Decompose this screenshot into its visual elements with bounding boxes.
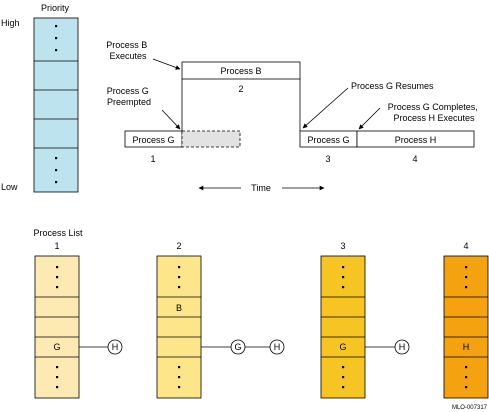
column-1-slot-5: G — [53, 342, 60, 352]
process-list-column-1: 1 G H — [34, 241, 123, 399]
column-1-chain-node-h-label: H — [112, 342, 119, 352]
process-g-first-label: Process G — [132, 135, 174, 145]
figure-code: MLO-007317 — [452, 405, 488, 411]
process-g-resumes-label: Process G Resumes — [351, 81, 434, 91]
process-h-label: Process H — [395, 135, 437, 145]
time-label: Time — [251, 183, 271, 193]
priority-column — [33, 17, 79, 193]
column-1-top-ellipsis — [56, 266, 59, 289]
column-3-bottom-ellipsis — [342, 366, 345, 389]
column-1-chain-node-h — [107, 339, 123, 355]
column-4-number: 4 — [463, 241, 468, 251]
timeline: Process G Process B Process G Process H … — [106, 40, 481, 193]
column-2-chain-node-h-label: H — [274, 342, 281, 352]
process-g-completes-label: Process G Completes, Process H Executes — [388, 102, 481, 123]
column-1-fill — [34, 255, 80, 399]
priority-high-label: High — [1, 18, 20, 28]
process-b-label: Process B — [220, 66, 261, 76]
step-4-label: 4 — [412, 154, 417, 164]
process-g-completes-arrow — [358, 107, 381, 130]
process-list-column-2: 2 B G H — [156, 241, 285, 399]
priority-title: Priority — [41, 3, 70, 13]
process-b-executes-label: Process B Executes — [106, 40, 150, 61]
process-list: Process List 1 G H — [33, 228, 489, 399]
priority-column-fill — [33, 17, 79, 193]
column-3-chain-node-h-label: H — [399, 342, 406, 352]
priority-bottom-ellipsis — [55, 157, 58, 184]
column-2-fill — [156, 255, 202, 399]
column-2-chain-node-h — [269, 339, 285, 355]
column-1-bottom-ellipsis — [56, 366, 59, 389]
step-2-label: 2 — [238, 84, 243, 94]
column-4-top-ellipsis — [465, 266, 468, 289]
process-list-title: Process List — [33, 228, 83, 238]
process-list-column-3: 3 G H — [320, 241, 410, 399]
process-g-preempted-box — [181, 130, 241, 148]
column-2-number: 2 — [176, 241, 181, 251]
process-b-executes-arrow — [152, 58, 181, 70]
column-3-top-ellipsis — [342, 266, 345, 289]
step-1-label: 1 — [150, 154, 155, 164]
column-2-bottom-ellipsis — [178, 366, 181, 389]
priority-scale: Priority High Low — [1, 3, 79, 193]
process-g-preempted-label: Process G Preempted — [107, 86, 152, 107]
process-list-column-4: 4 H — [443, 241, 489, 399]
column-4-slot-5: H — [463, 342, 470, 352]
column-2-chain-node-g-label: G — [234, 342, 241, 352]
column-1-number: 1 — [54, 241, 59, 251]
column-3-chain-node-h — [394, 339, 410, 355]
process-g-resumes-arrow — [302, 87, 349, 129]
column-3-fill — [320, 255, 366, 399]
process-g-preempted-arrow — [161, 109, 181, 130]
column-4-bottom-ellipsis — [465, 366, 468, 389]
column-3-slot-5: G — [339, 342, 346, 352]
priority-low-label: Low — [1, 182, 18, 192]
step-3-label: 3 — [325, 154, 330, 164]
process-g-resumed-label: Process G — [307, 135, 349, 145]
process-b-box — [181, 61, 301, 80]
column-3-number: 3 — [340, 241, 345, 251]
column-2-top-ellipsis — [178, 266, 181, 289]
column-4-fill — [443, 255, 489, 399]
priority-top-ellipsis — [55, 25, 58, 52]
column-2-slot-3: B — [176, 303, 182, 313]
process-h-box — [356, 130, 475, 148]
